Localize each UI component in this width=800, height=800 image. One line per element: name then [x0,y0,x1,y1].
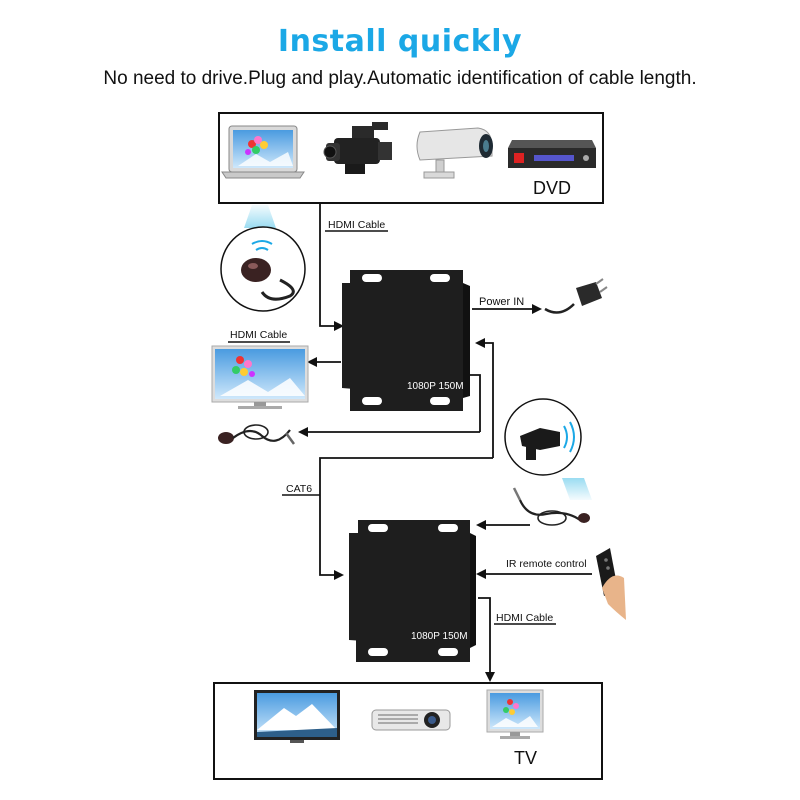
hdmi-cable-line-bottom [478,597,495,682]
page-subtitle: No need to drive.Plug and play.Automatic… [103,68,697,89]
ir-signal-glow-top [244,205,276,228]
dvd-label: DVD [533,178,571,198]
power-in-label: Power IN [479,296,524,308]
hdmi-cable-line-top [319,203,344,331]
camcorder-icon [323,122,392,174]
flat-tv-icon [254,690,340,743]
security-camera-icon [416,127,493,179]
ir-extender-cable-icon [512,487,590,526]
cat6-label: CAT6 [286,483,312,495]
ir-receiver-icon [220,226,306,312]
cat6-line [319,457,493,580]
page-title: Install quickly [277,24,523,59]
hdmi-cable-label-left: HDMI Cable [230,329,287,341]
local-monitor-icon [211,345,309,409]
tv-monitor-icon [486,689,544,739]
ir-return-line [475,338,494,458]
power-adapter-icon [544,278,608,314]
remote-hand-icon [596,548,626,620]
projector-icon [371,709,451,731]
tv-label: TV [514,748,537,768]
ir-line-right-connector [470,374,481,432]
transmitter-badge: 1080P 150M [407,381,464,392]
laptop-icon [221,125,305,179]
ir-cable-icon [218,424,296,445]
transmitter-box [342,270,470,411]
receiver-box [349,520,476,662]
ir-emitter-icon [504,398,582,476]
ir-remote-label: IR remote control [506,558,587,570]
ir-signal-glow-right [562,478,592,500]
receiver-badge: 1080P 150M [411,631,468,642]
hdmi-cable-label-top: HDMI Cable [328,219,385,231]
hdmi-cable-label-bottom: HDMI Cable [496,612,553,624]
dvd-player-icon [508,140,596,168]
